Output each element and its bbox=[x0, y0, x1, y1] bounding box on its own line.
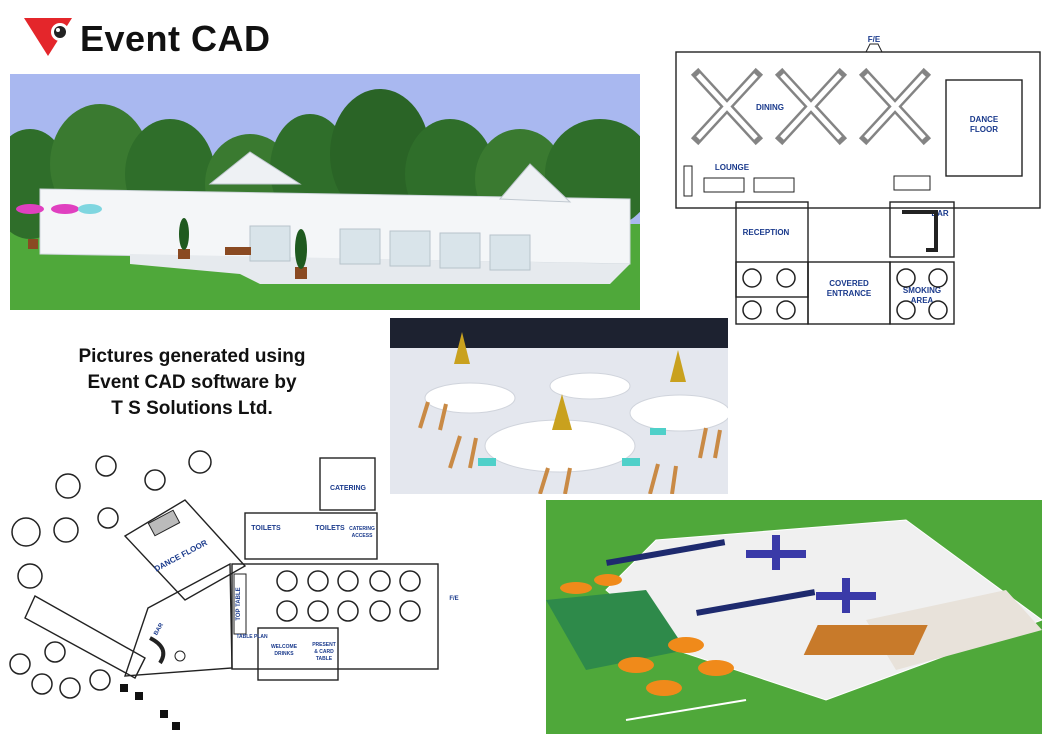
covered-entrance-label-line1: COVERED bbox=[829, 279, 869, 288]
caption-line: Event CAD software by bbox=[87, 372, 297, 393]
fire-exit-label: F/E bbox=[868, 35, 881, 44]
dining-label: DINING bbox=[756, 103, 784, 112]
dance-floor-label-line1: DANCE bbox=[970, 115, 999, 124]
dance-floor-label: DANCE FLOOR bbox=[153, 538, 209, 574]
reception-label: RECEPTION bbox=[743, 228, 790, 237]
marquee-render-interior bbox=[390, 318, 728, 494]
fire-exit-label: F/E bbox=[449, 596, 458, 602]
lounge-label: LOUNGE bbox=[715, 163, 750, 172]
table-plan-label: TABLE PLAN bbox=[236, 634, 268, 640]
bar-label: BAR bbox=[153, 622, 165, 637]
red-triangle-logo-icon bbox=[24, 18, 72, 56]
floor-plan-marquee-layout: F/E DINING DANCE FLOOR LOUNGE bbox=[674, 30, 1044, 330]
toilets-label-2: TOILETS bbox=[315, 525, 345, 532]
catering-label: CATERING bbox=[330, 485, 367, 492]
caption-line: T S Solutions Ltd. bbox=[111, 398, 273, 419]
welcome-drinks-label-line1: WELCOME bbox=[271, 644, 298, 650]
caption-line: Pictures generated using bbox=[78, 346, 306, 367]
floor-plan-wedding-layout: CATERING TOILETS TOILETS CATERING ACCESS… bbox=[0, 448, 470, 744]
present-card-table-label-line2: & CARD bbox=[314, 649, 334, 655]
catering-access-label-line1: CATERING bbox=[349, 526, 375, 532]
toilets-label-1: TOILETS bbox=[251, 525, 281, 532]
marquee-render-exterior bbox=[10, 74, 640, 310]
smoking-area-label-line1: SMOKING bbox=[903, 286, 941, 295]
bar-label: BAR bbox=[931, 209, 949, 218]
caption: Pictures generated using Event CAD softw… bbox=[30, 344, 354, 422]
dance-floor-label-line2: FLOOR bbox=[970, 125, 998, 134]
covered-entrance-label-line2: ENTRANCE bbox=[827, 289, 872, 298]
present-card-table-label-line3: TABLE bbox=[316, 656, 333, 662]
catering-access-label-line2: ACCESS bbox=[352, 533, 374, 539]
welcome-drinks-label-line2: DRINKS bbox=[274, 651, 294, 657]
app-title: Event CAD bbox=[80, 18, 271, 59]
smoking-area-label-line2: AREA bbox=[911, 296, 934, 305]
top-table-label: TOP TABLE bbox=[236, 587, 242, 620]
present-card-table-label-line1: PRESENT bbox=[312, 642, 336, 648]
logo bbox=[22, 14, 74, 58]
marquee-render-aerial bbox=[546, 500, 1042, 734]
